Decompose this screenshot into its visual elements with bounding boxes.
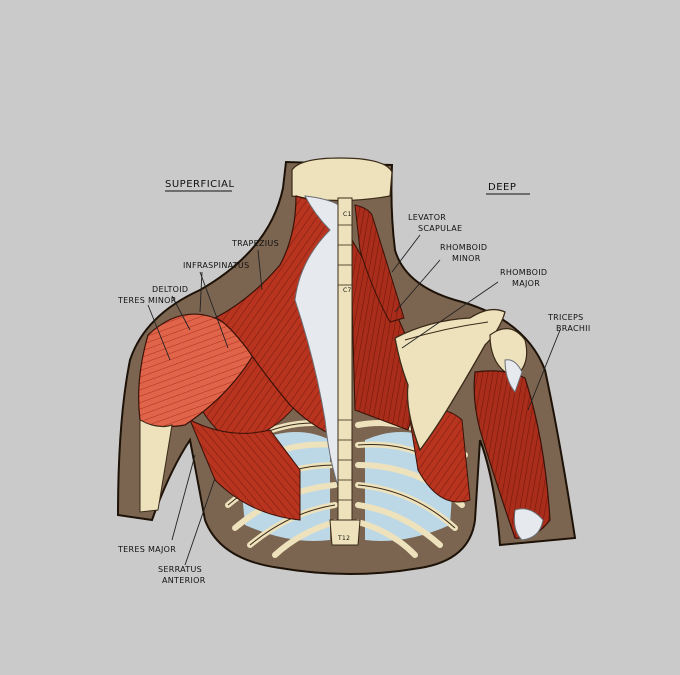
lower-back-muscle — [189, 418, 301, 521]
levator-scapulae-muscle — [354, 204, 405, 323]
scapula — [394, 308, 506, 452]
vertebra-label-t12: T12 — [337, 535, 350, 542]
label-triceps-brachii-1: TRICEPS — [547, 313, 583, 322]
leader-lines — [147, 234, 561, 566]
label-teres-minor: TERES MINOR — [117, 296, 177, 305]
left-humerus — [139, 419, 173, 513]
label-levator-scapulae-2: SCAPULAE — [418, 224, 462, 233]
label-serratus-anterior-1: SERRATUS — [158, 565, 202, 574]
heading-deep: DEEP — [488, 182, 516, 193]
label-deltoid: DELTOID — [152, 285, 188, 294]
label-serratus-anterior-2: ANTERIOR — [162, 576, 206, 585]
label-trapezius: TRAPEZIUS — [231, 239, 279, 248]
label-rhomboid-major-1: RHOMBOID — [500, 268, 547, 277]
label-rhomboid-minor-1: RHOMBOID — [440, 243, 487, 252]
label-infraspinatus: INFRASPINATUS — [183, 261, 249, 270]
heading-deep-group: DEEP — [486, 182, 530, 195]
right-humerus-head — [489, 328, 528, 373]
heading-superficial: SUPERFICIAL — [165, 179, 235, 190]
label-rhomboid-minor-2: MINOR — [452, 254, 481, 263]
label-triceps-brachii-2: BRACHII — [556, 324, 590, 333]
label-teres-major: TERES MAJOR — [117, 545, 176, 554]
vertebra-label-c1: C1 — [343, 211, 352, 218]
vertebra-label-c7: C7 — [343, 287, 352, 294]
heading-superficial-group: SUPERFICIAL — [165, 179, 235, 192]
spine — [329, 197, 361, 546]
skull-base — [291, 157, 393, 202]
label-levator-scapulae-1: LEVATOR — [408, 213, 446, 222]
triceps-tendon — [513, 508, 544, 541]
label-rhomboid-major-2: MAJOR — [512, 279, 540, 288]
